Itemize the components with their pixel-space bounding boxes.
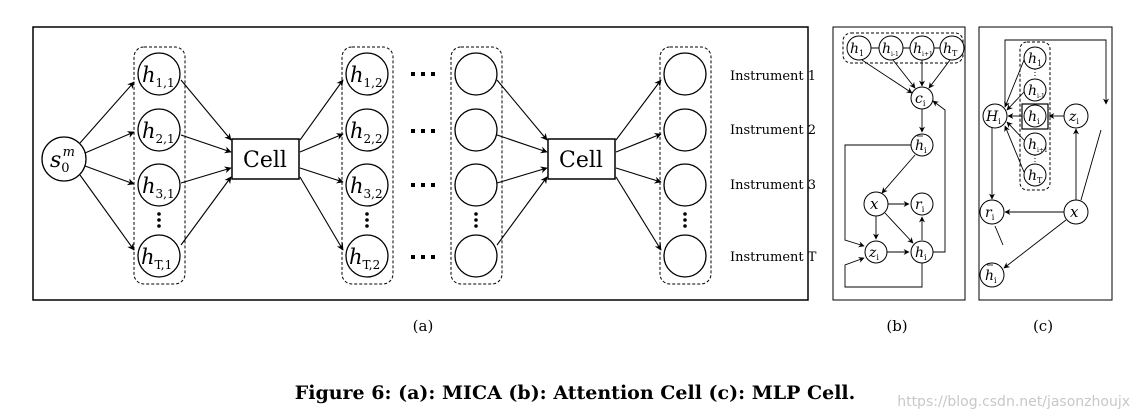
node-ri-c-label: ri	[985, 205, 995, 222]
node-hi-b-label: hi	[915, 245, 927, 262]
node-h21-label: h2,1	[142, 119, 175, 146]
instrument-3-label: Instrument 3	[730, 178, 816, 193]
cell-2-label: Cell	[559, 148, 603, 173]
node-h12-label: h1,2	[350, 63, 383, 90]
node-ri-b-label: ri	[915, 197, 925, 214]
output-column-group	[659, 46, 712, 285]
arrows-input-to-col1	[79, 81, 135, 251]
horizontal-dots	[411, 72, 435, 259]
panel-b-frame	[832, 26, 966, 301]
node-Hi-c	[982, 103, 1008, 129]
panel-a-label: (a)	[413, 317, 434, 335]
node-ci-label: ci	[915, 91, 926, 108]
vertical-dots-2	[365, 212, 369, 228]
panel-b: h1 hi-1 hi+1 hT ci hi x	[832, 26, 966, 335]
svg-text:h1: h1	[1028, 51, 1042, 68]
figure-caption: Figure 6: (a): MICA (b): Attention Cell …	[295, 382, 856, 404]
node-h22	[345, 108, 389, 152]
node-h21	[137, 108, 181, 152]
panel-a-frame	[32, 26, 809, 301]
node-Hi-c-label: Hi	[985, 109, 1001, 126]
node-hT1	[137, 234, 181, 278]
watermark: https://blog.csdn.net/jasonzhoujx	[897, 394, 1130, 410]
node-ri-c	[979, 199, 1005, 225]
panel-a: s0m h1,1 h2,1 h3,1 hT,1 Cell	[32, 26, 817, 335]
node-hbar-i-b-label: hi	[915, 138, 927, 155]
cell-1-box	[231, 138, 300, 180]
svg-text:hi+1: hi+1	[913, 41, 933, 58]
input-node-label: s0m	[50, 145, 75, 176]
column-3-group	[450, 46, 503, 285]
panel-b-label: (b)	[886, 317, 907, 335]
node-h31-label: h3,1	[142, 174, 175, 201]
panel-c-frame	[978, 26, 1113, 301]
node-ri-b	[910, 192, 934, 216]
panel-c: h1 hi-1 hi hi+1 hT Hi zi ri x hi	[978, 26, 1113, 335]
instrument-1-label: Instrument 1	[730, 69, 816, 84]
node-h22-label: h2,2	[350, 119, 383, 146]
svg-text:hi+1: hi+1	[1028, 137, 1048, 154]
node-hT2	[345, 234, 389, 278]
node-zi-c-label: zi	[1068, 109, 1079, 126]
svg-text:hT: hT	[1028, 168, 1043, 185]
column-1-group	[133, 46, 186, 285]
panel-c-label: (c)	[1033, 317, 1053, 335]
node-hT1-label: hT,1	[141, 245, 172, 272]
node-h31	[137, 163, 181, 207]
input-node-s0m	[41, 136, 87, 182]
svg-text:h1: h1	[850, 41, 864, 58]
node-h12	[345, 52, 389, 96]
vertical-dots-1	[157, 212, 161, 228]
panel-b-top-nodes: h1 hi-1 hi+1 hT	[846, 35, 965, 61]
arrows-cell2-to-output	[615, 79, 662, 251]
node-hbar-i-c	[979, 262, 1005, 288]
column-2-nodes: h1,2 h2,2 h3,2 hT,2	[345, 52, 389, 278]
arrows-cell1-to-col2	[299, 79, 344, 251]
node-h32	[345, 163, 389, 207]
svg-text:hi-1: hi-1	[882, 41, 899, 58]
instrument-2-label: Instrument 2	[730, 123, 816, 138]
panel-c-arrows	[989, 39, 1109, 269]
column-3-nodes	[454, 52, 498, 278]
panel-b-top-group	[842, 32, 964, 64]
svg-text:hi-1: hi-1	[1028, 83, 1045, 100]
node-h11	[137, 52, 181, 96]
node-h32-label: h3,2	[350, 174, 383, 201]
column-1-nodes: h1,1 h2,1 h3,1 hT,1	[137, 52, 181, 278]
svg-text:hT: hT	[943, 41, 958, 58]
cell-2-box	[547, 138, 616, 180]
instrument-T-label: Instrument T	[730, 250, 817, 265]
svg-text:hi: hi	[1028, 109, 1040, 126]
node-x-b-label: x	[870, 195, 879, 213]
node-hbar-i-c-label: hi	[985, 268, 997, 285]
node-zi-b-label: zi	[868, 245, 879, 262]
cell-1-label: Cell	[243, 148, 287, 173]
node-hT2-label: hT,2	[349, 245, 380, 272]
output-column-nodes	[663, 52, 707, 278]
arrows-col1-to-cell1	[180, 79, 232, 246]
column-2-group	[341, 46, 394, 285]
arrows-col3-to-cell2	[496, 79, 548, 246]
panel-b-gate-arrows	[844, 100, 946, 288]
node-h11-label: h1,1	[142, 63, 175, 90]
panel-c-stack-nodes: h1 hi-1 hi hi+1 hT	[1021, 46, 1049, 187]
panel-b-attention-arrows	[861, 59, 951, 133]
node-x-c-label: x	[1070, 203, 1079, 221]
